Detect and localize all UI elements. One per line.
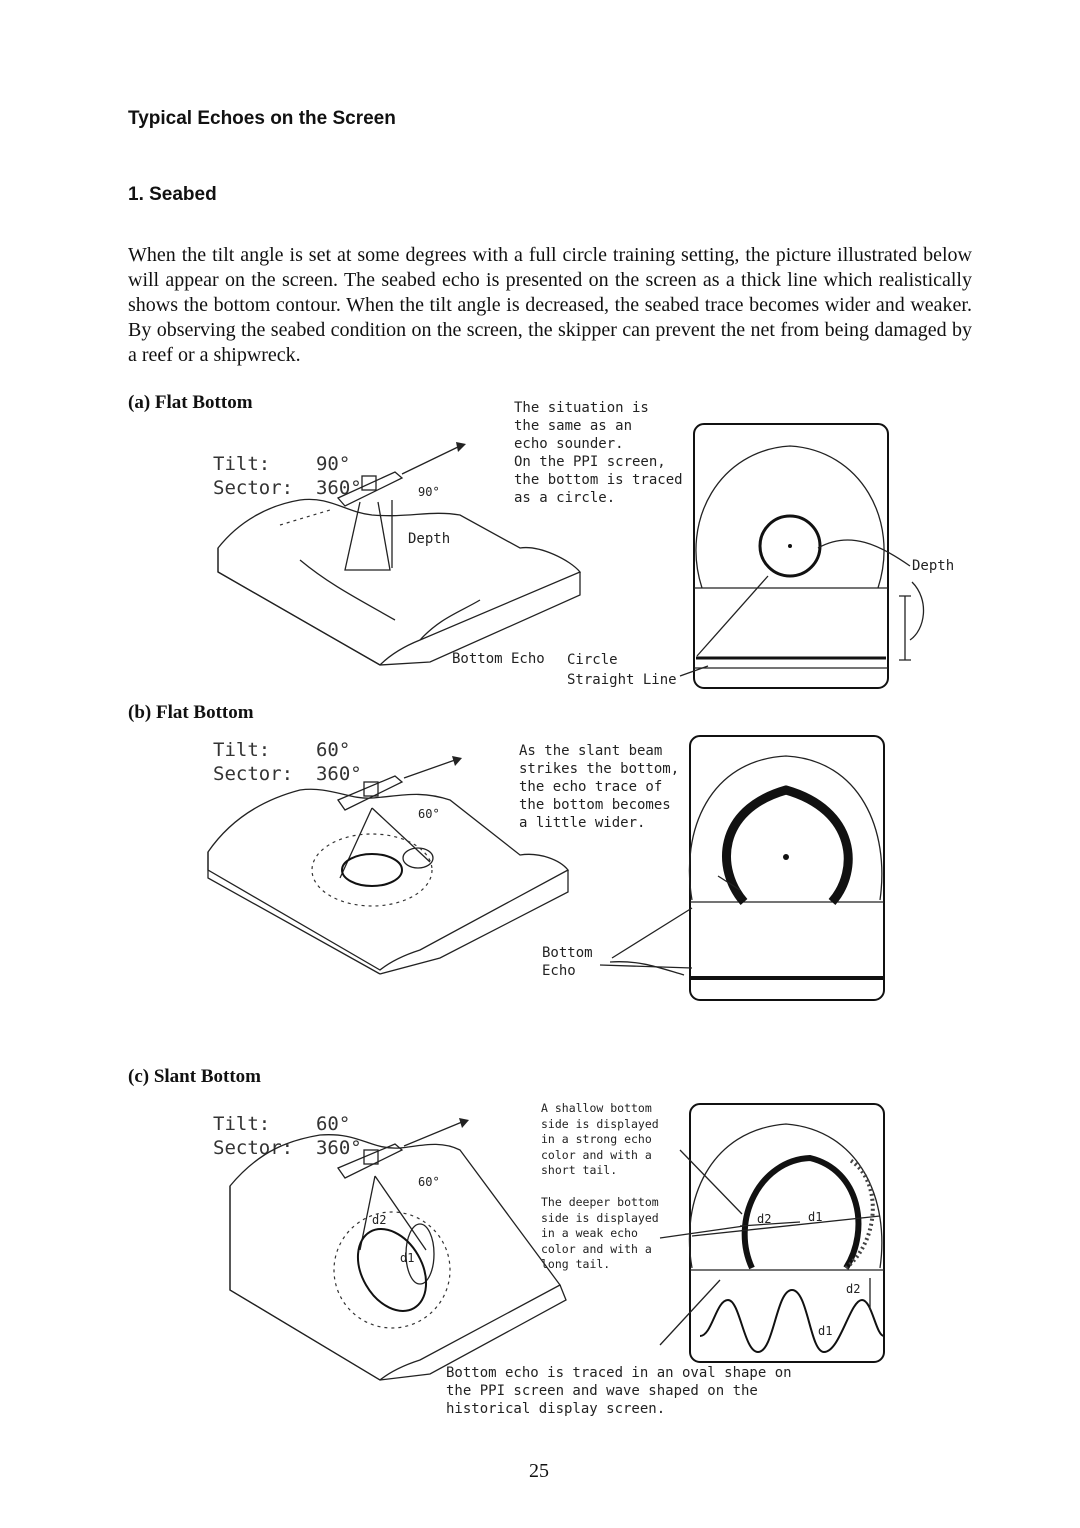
figure-c-d1-label: d1 xyxy=(808,1210,822,1224)
figure-a-note: The situation is the same as an echo sou… xyxy=(514,400,683,506)
figure-c-note-deeper: The deeper bottom side is displayed in a… xyxy=(541,1195,659,1271)
figure-c-footer-note: Bottom echo is traced in an oval shape o… xyxy=(446,1365,792,1417)
figure-b-beam-angle: 60° xyxy=(418,807,440,821)
figure-b-params: Tilt: 60° Sector: 360° xyxy=(213,739,362,785)
figure-a-ship xyxy=(279,442,466,571)
section-title: Typical Echoes on the Screen xyxy=(128,108,396,129)
figure-b-seabed-block xyxy=(207,788,569,975)
figure-c-d2-seabed-label: d2 xyxy=(372,1213,386,1227)
figure-a-caption: (a) Flat Bottom xyxy=(128,392,253,413)
figure-a-display-depth-label: Depth xyxy=(912,558,955,574)
subsection-title: 1. Seabed xyxy=(128,184,217,205)
figure-a-params: Tilt: 90° Sector: 360° xyxy=(213,453,362,499)
figure-c-d2-label: d2 xyxy=(757,1212,771,1226)
figure-c-d2-hist-label: d2 xyxy=(846,1282,860,1296)
figure-b-caption: (b) Flat Bottom xyxy=(128,702,254,723)
figure-c-beam-angle: 60° xyxy=(418,1175,440,1189)
figure-a-depth-label: Depth xyxy=(408,531,451,547)
figure-a-bottom-echo-label: Bottom Echo xyxy=(452,651,545,667)
intro-paragraph: When the tilt angle is set at some degre… xyxy=(128,244,972,366)
figure-c-params: Tilt: 60° Sector: 360° xyxy=(213,1113,362,1159)
figure-c-caption: (c) Slant Bottom xyxy=(128,1066,261,1087)
figure-a-beam-angle: 90° xyxy=(418,485,440,499)
figure-c-note-shallow: A shallow bottom side is displayed in a … xyxy=(541,1101,659,1177)
figure-c-seabed-block xyxy=(229,1134,567,1381)
figure-c-d1-hist-label: d1 xyxy=(818,1324,832,1338)
figure-c-ship xyxy=(333,1118,469,1329)
figure-c-display xyxy=(659,1103,885,1363)
figure-a-display xyxy=(679,423,925,689)
page-number: 25 xyxy=(529,1460,549,1482)
figure-b-display xyxy=(599,735,885,1001)
figure-a-straight-line-label: Straight Line xyxy=(567,672,677,688)
figure-b-note: As the slant beam strikes the bottom, th… xyxy=(519,743,680,831)
figure-c-d1-seabed-label: d1 xyxy=(400,1251,414,1265)
figure-b-bottom-echo-label: Bottom Echo xyxy=(542,945,593,979)
figure-a-seabed-block xyxy=(217,498,582,666)
figure-b-ship xyxy=(311,756,462,907)
figure-a-circle-label: Circle xyxy=(567,652,618,668)
